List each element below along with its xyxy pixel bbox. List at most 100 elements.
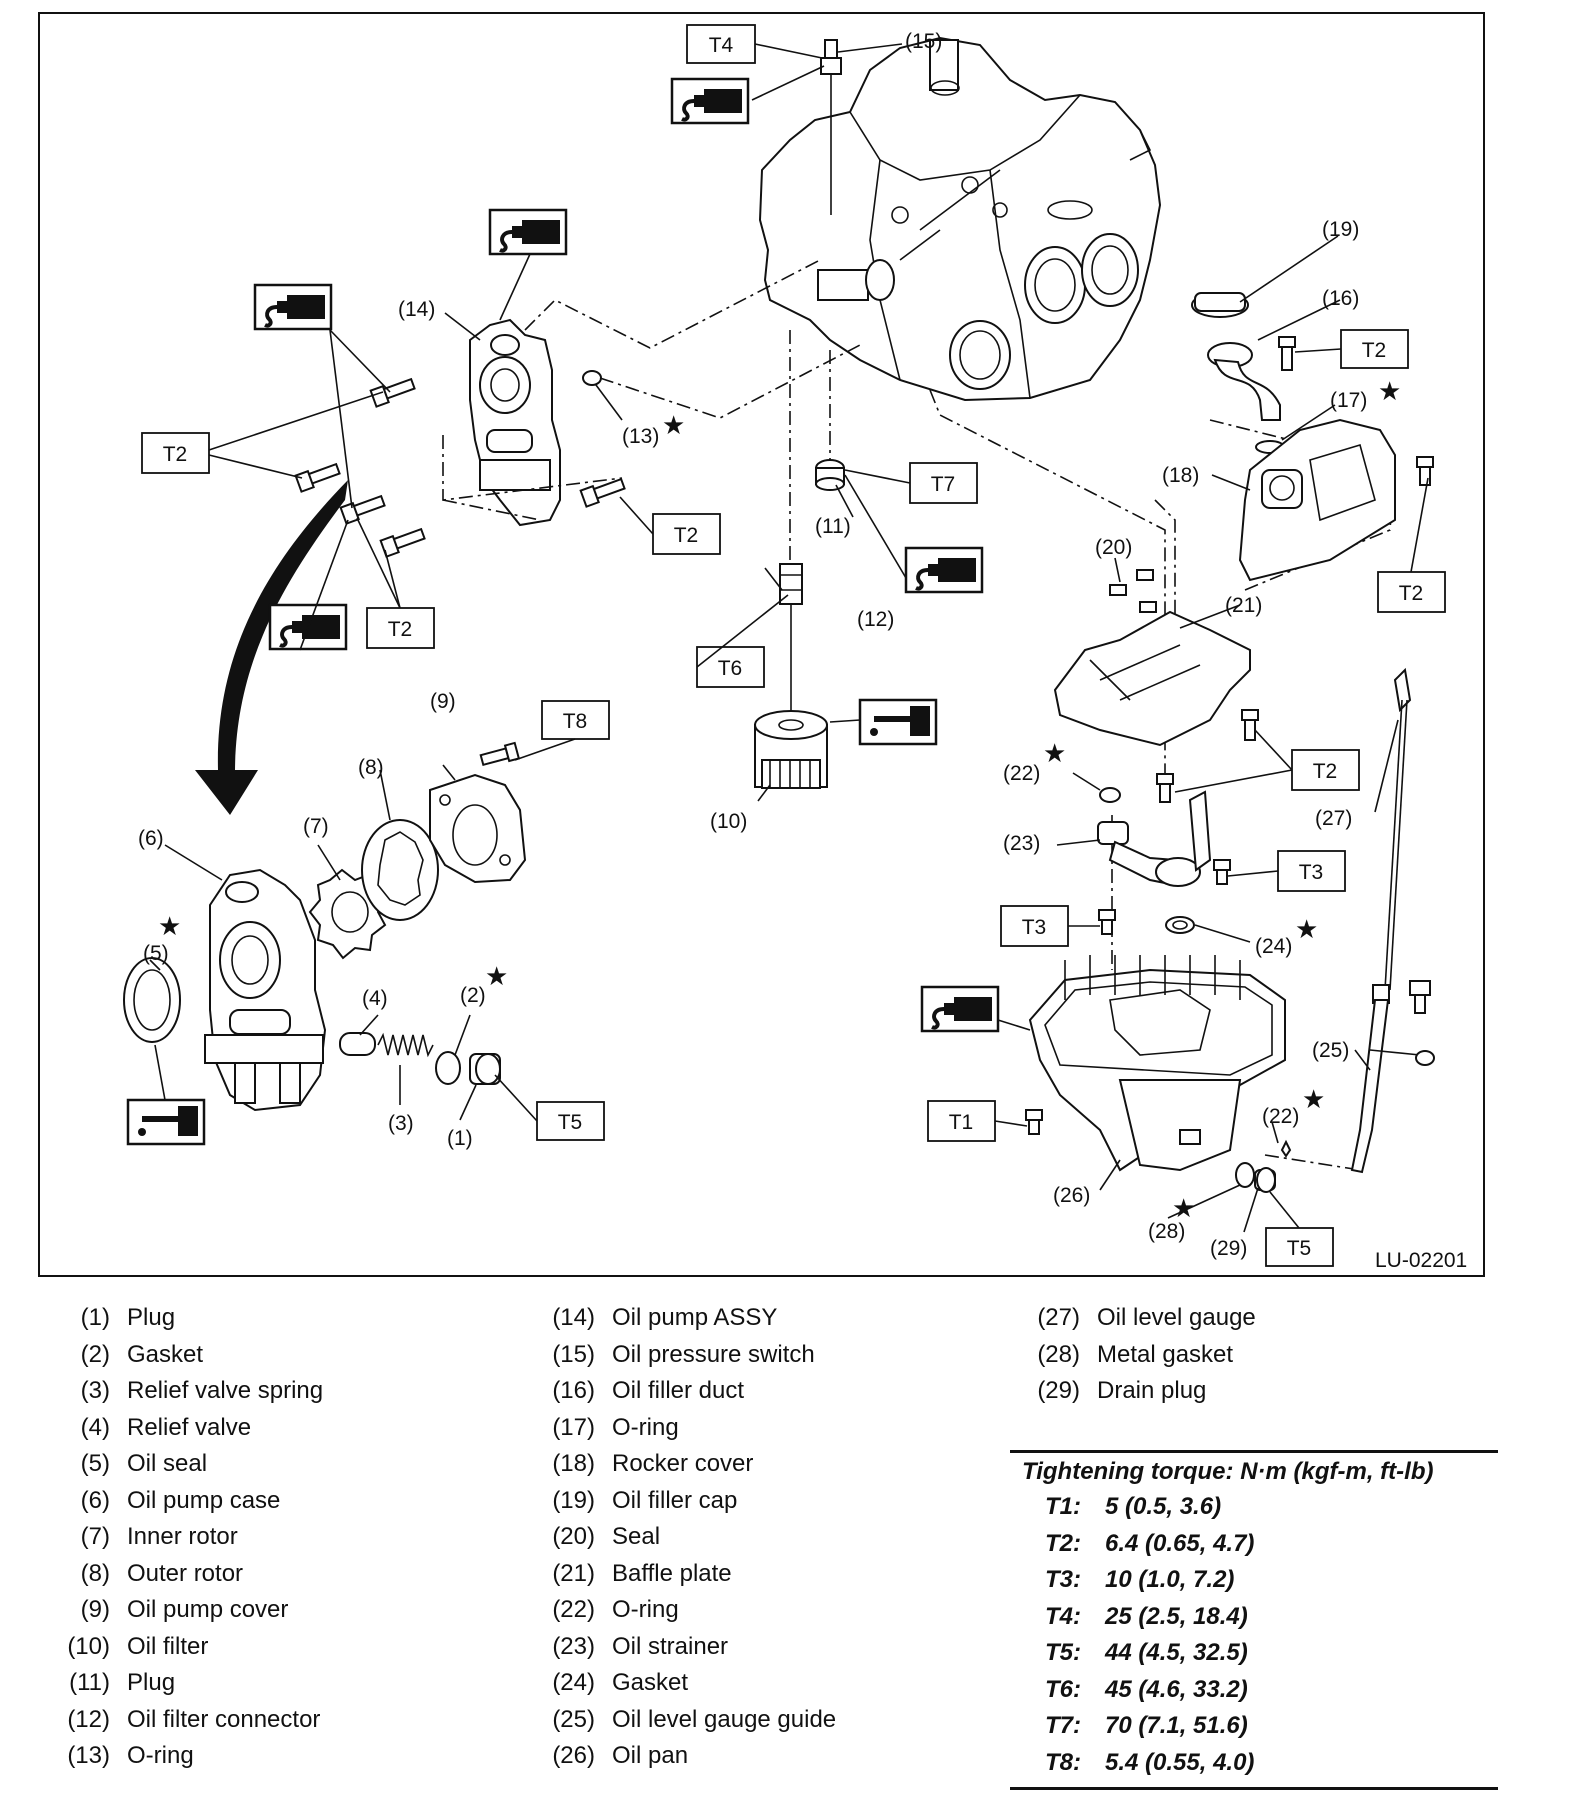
star-replace-icon: ★ [1295, 915, 1318, 945]
exploded-diagram: T4 T2 T2 T7 T2 T2 T2 T6 T8 T2 T3 T3 T1 T… [123, 24, 1467, 1272]
legend-part-name: Metal gasket [1097, 1340, 1234, 1368]
tag-t5: T5 [558, 1111, 583, 1134]
torque-table-header: Tightening torque: N·m (kgf-m, ft-lb) [1010, 1450, 1498, 1489]
legend-item: (23) Oil strainer [535, 1629, 995, 1666]
legend-item: (13)O-ring [50, 1738, 510, 1775]
callout-17: (17) [1330, 389, 1367, 412]
legend-part-name: Inner rotor [127, 1523, 238, 1550]
callout-10: (10) [710, 810, 747, 833]
legend-item: (7)Inner rotor [50, 1519, 510, 1556]
legend-item: (25)Oil level gauge guide [535, 1702, 995, 1739]
o-ring-22 [1099, 787, 1121, 803]
legend-part-name: Outer rotor [127, 1559, 244, 1587]
callout-14: (14) [398, 298, 435, 321]
outer-rotor [361, 819, 439, 921]
oil-pump-cover [429, 773, 527, 884]
torque-value: 70 (7.1, 51.6) [1105, 1712, 1248, 1739]
legend-item: (11)Plug [50, 1665, 510, 1702]
gauge-guide-bolt [1409, 980, 1431, 1014]
tag-t2: T2 [1399, 582, 1424, 605]
legend-number: (8) [80, 1559, 110, 1587]
callout-1: (1) [447, 1127, 473, 1150]
legend-part-name: O-ring [612, 1596, 679, 1623]
legend-number: (4) [80, 1413, 110, 1441]
legend-number: (29) [1037, 1377, 1080, 1404]
legend-number: (23) [552, 1632, 595, 1660]
callout-12: (12) [857, 608, 894, 631]
oil-pressure-switch [820, 39, 842, 215]
torque-key: T4: [1045, 1602, 1081, 1630]
legend-part-name: Oil pump cover [127, 1596, 289, 1623]
tag-t1: T1 [949, 1111, 974, 1134]
legend-number: (3) [80, 1377, 110, 1404]
legend-item: (16)Oil filler duct [535, 1373, 995, 1410]
legend-part-name: Oil filter connector [127, 1705, 321, 1733]
callout-2: (2) [460, 984, 486, 1007]
torque-value: 10 (1.0, 7.2) [1105, 1566, 1235, 1593]
oil-pump-assy [469, 318, 561, 527]
legend-part-name: Oil level gauge [1097, 1304, 1256, 1331]
legend-number: (19) [552, 1486, 595, 1514]
tag-t7: T7 [931, 473, 956, 496]
strainer-bolt [1213, 859, 1231, 885]
gasket-2 [435, 1051, 461, 1085]
callout-24: (24) [1255, 935, 1292, 958]
sealant-icon [920, 985, 1000, 1033]
callout-9: (9) [430, 690, 456, 713]
legend-number: (27) [1037, 1304, 1080, 1331]
baffle-plate [1053, 610, 1251, 747]
tag-t2: T2 [1313, 760, 1338, 783]
legend-number: (6) [80, 1486, 110, 1514]
callout-3: (3) [388, 1112, 414, 1135]
legend-number: (25) [552, 1705, 595, 1733]
callout-4: (4) [362, 987, 388, 1010]
drain-plug [1254, 1167, 1276, 1193]
legend-item: (10)Oil filter [50, 1629, 510, 1666]
o-ring-22b [1280, 1139, 1292, 1158]
oil-filter [754, 710, 828, 789]
callout-18: (18) [1162, 464, 1199, 487]
gasket-24 [1165, 916, 1195, 934]
legend-part-name: Oil strainer [612, 1632, 729, 1660]
strainer-bolt-2 [1098, 909, 1116, 935]
tag-t8: T8 [563, 710, 588, 733]
legend-item: (5)Oil seal [50, 1446, 510, 1483]
tag-t2: T2 [388, 618, 413, 641]
legend-item: (29) Drain plug [1020, 1373, 1500, 1410]
metal-gasket [1235, 1162, 1255, 1188]
legend-part-name: Gasket [127, 1340, 204, 1368]
legend-part-name: Oil pump case [127, 1486, 281, 1514]
star-replace-icon: ★ [158, 912, 181, 942]
legend-item: (9)Oil pump cover [50, 1592, 510, 1629]
duct-bolt [1278, 336, 1296, 371]
callout-13: (13) [622, 425, 659, 448]
legend-number: (22) [552, 1596, 595, 1623]
torque-value: 6.4 (0.65, 4.7) [1105, 1529, 1255, 1557]
legend-part-name: Seal [612, 1523, 661, 1550]
star-replace-icon: ★ [1043, 739, 1066, 769]
o-ring-13 [582, 370, 602, 386]
oil-pump-case [204, 868, 327, 1112]
relief-valve-spring [377, 1032, 434, 1058]
torque-row: T3:10 (1.0, 7.2) [1010, 1562, 1498, 1599]
relief-valve [339, 1032, 376, 1056]
plug-1 [469, 1053, 501, 1085]
torque-value: 5.4 (0.55, 4.0) [1105, 1748, 1255, 1776]
legend-number: (17) [552, 1413, 595, 1441]
legend-item: (15)Oil pressure switch [535, 1337, 995, 1374]
legend-item: (19)Oil filler cap [535, 1483, 995, 1520]
star-replace-icon: ★ [1302, 1085, 1325, 1115]
legend-part-name: Gasket [612, 1669, 689, 1696]
legend-item: (26)Oil pan [535, 1738, 995, 1775]
baffle-bolt [1241, 709, 1259, 741]
legend-part-name: Oil seal [127, 1450, 208, 1477]
callout-25: (25) [1312, 1039, 1349, 1062]
callout-27: (27) [1315, 807, 1352, 830]
legend-part-name: Drain plug [1097, 1377, 1207, 1404]
torque-row: T2:6.4 (0.65, 4.7) [1010, 1526, 1498, 1563]
legend-part-name: Baffle plate [612, 1559, 732, 1587]
tag-t2: T2 [1362, 339, 1387, 362]
oil-can-icon [858, 698, 938, 746]
legend-item: (21)Baffle plate [535, 1556, 995, 1593]
legend-number: (15) [552, 1340, 595, 1368]
